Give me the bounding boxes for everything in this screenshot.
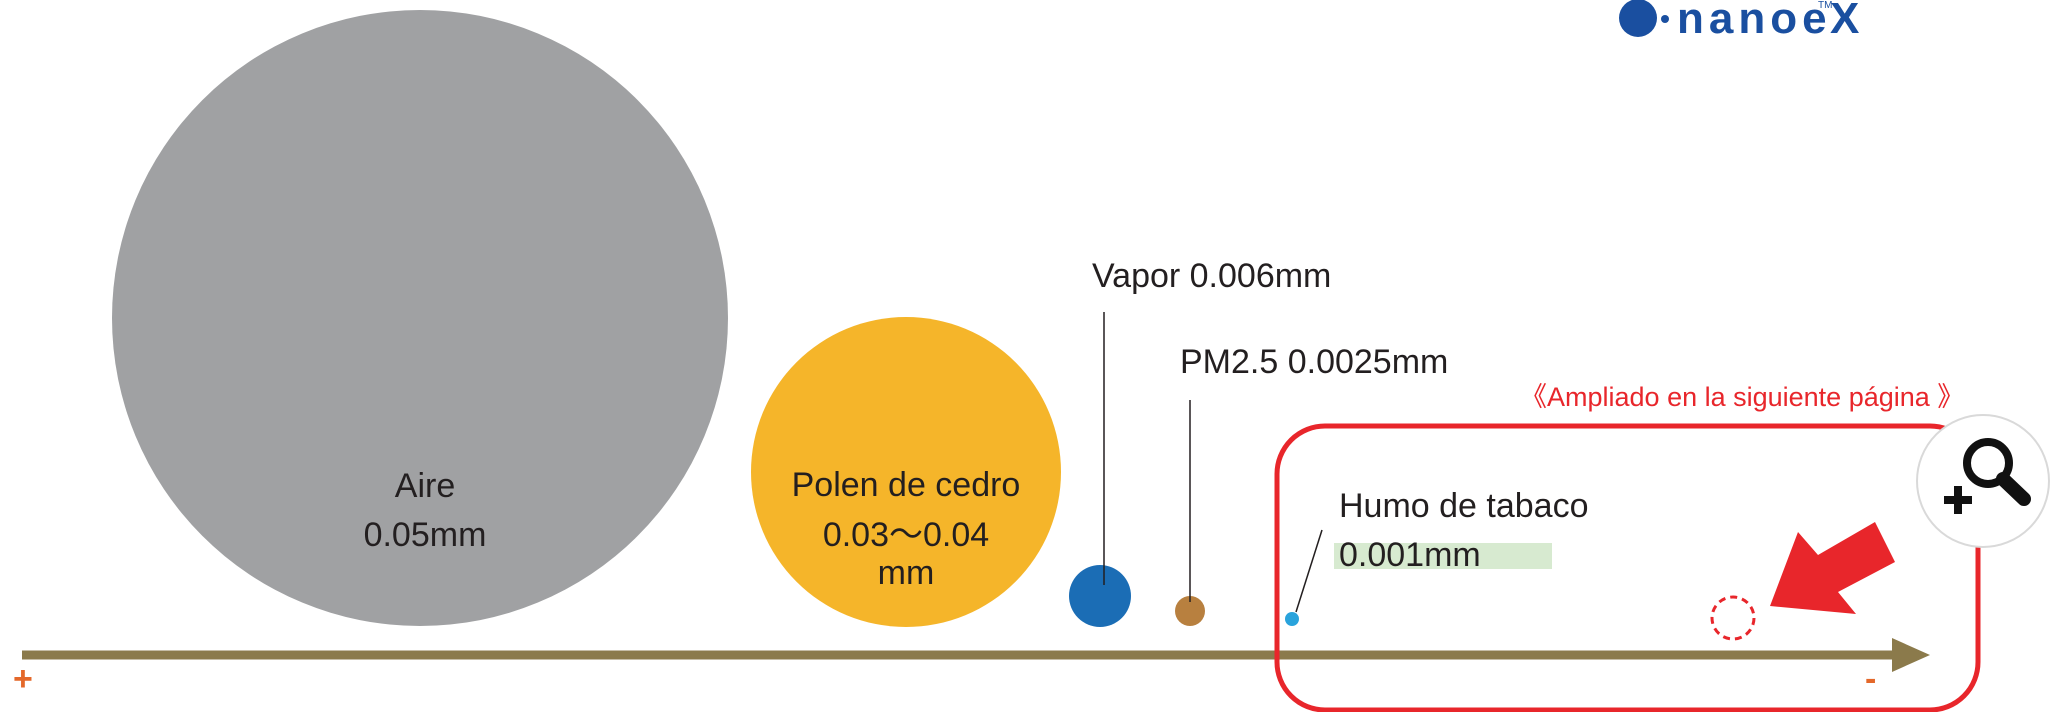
particle-aire-name: Aire — [395, 467, 455, 505]
plus-vertical-icon — [1954, 486, 1962, 514]
enlarged-callout-text: 《Ampliado en la siguiente página 》 — [1520, 382, 1964, 412]
particle-pm25-label: PM2.5 0.0025mm — [1180, 343, 1448, 381]
particle-polen-unit: mm — [878, 554, 935, 592]
dashed-circle-icon — [1710, 595, 1756, 641]
logo-x: X — [1830, 0, 1859, 43]
particle-vapor-label: Vapor 0.006mm — [1092, 257, 1331, 295]
nanoe-x-logo: nanoe X TM — [1619, 0, 1859, 43]
pointer-arrow-icon — [1770, 522, 1895, 614]
axis-arrowhead-icon — [1892, 638, 1930, 672]
magnifier-lens-icon — [1963, 438, 2013, 488]
enlarged-region-frame — [1274, 423, 1981, 712]
humo-leader-line — [1295, 529, 1323, 613]
particle-aire-size: 0.05mm — [364, 516, 487, 554]
zoom-in-icon[interactable] — [1916, 414, 2050, 548]
magnifier-handle-icon — [1996, 472, 2031, 506]
particle-humo-name: Humo de tabaco — [1339, 487, 1589, 525]
particle-polen-size: 0.03～0.04 — [823, 516, 989, 554]
particle-polen-circle — [751, 317, 1061, 627]
axis-plus-label: + — [13, 660, 33, 698]
particle-vapor-circle — [1069, 565, 1131, 627]
particle-humo-size: 0.001mm — [1339, 536, 1481, 574]
logo-text: nanoe — [1677, 0, 1832, 43]
axis-minus-label: - — [1865, 660, 1876, 698]
humo-size-highlight — [1334, 543, 1552, 569]
particle-humo-circle — [1285, 612, 1299, 626]
logo-dot-icon — [1661, 15, 1669, 23]
particle-polen-name: Polen de cedro — [792, 466, 1021, 504]
logo-mark-icon — [1619, 0, 1657, 37]
logo-trademark: TM — [1818, 0, 1832, 11]
particle-aire-circle — [112, 10, 728, 626]
particle-pm25-circle — [1175, 596, 1205, 626]
